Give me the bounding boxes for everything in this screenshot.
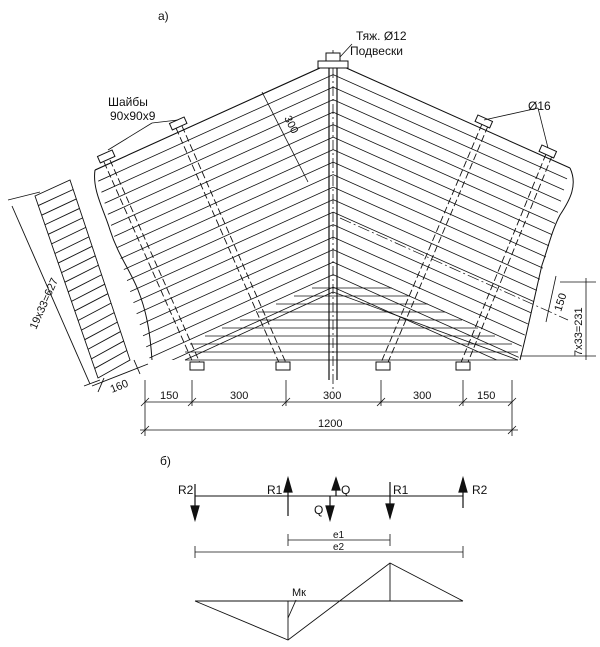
board-line [95, 196, 333, 324]
r1-left-label: R1 [267, 483, 283, 497]
board-line [333, 271, 570, 360]
moment-diagram [194, 562, 464, 641]
span-2-label: 300 [230, 390, 248, 402]
section-board-line [61, 255, 96, 274]
board-line [95, 158, 333, 287]
span-4-label: 300 [413, 390, 431, 402]
left-wing-outline [94, 61, 334, 171]
right-dims [520, 275, 596, 360]
left-wing-wavy-edge [94, 169, 153, 361]
board-line [333, 108, 570, 232]
top-bolt-washers [96, 114, 558, 164]
board-line [95, 221, 333, 349]
board-line [95, 183, 333, 312]
washers-callout: Шайбы [108, 95, 148, 109]
board-line [95, 83, 333, 212]
board-line [95, 271, 333, 360]
right-wing-wavy-edge [519, 167, 574, 361]
section-board-line [54, 236, 90, 254]
board-line [95, 71, 333, 199]
board-line [95, 171, 333, 299]
bottom-bolt-nuts [189, 361, 471, 371]
right-stack-label: 7х33=231 [573, 307, 585, 356]
span-1-label: 150 [160, 390, 178, 402]
central-post [328, 50, 338, 392]
board-line [95, 246, 333, 360]
board-line [333, 208, 570, 332]
section-board-line [41, 198, 77, 216]
section-board-line [84, 321, 118, 341]
span-5-label: 150 [477, 390, 495, 402]
board-line [95, 96, 333, 224]
section-board-line [94, 350, 128, 369]
board-line [333, 83, 570, 207]
board-line [95, 283, 333, 360]
r1-right-label: R1 [393, 483, 409, 497]
board-line [95, 208, 333, 337]
lower-chord-boards [184, 287, 519, 361]
total-label: 1200 [318, 418, 342, 430]
board-line [333, 146, 570, 269]
board-line [333, 96, 570, 219]
board-line [333, 121, 570, 244]
span-3-label: 300 [323, 390, 341, 402]
board-line [95, 121, 333, 249]
board-line [60, 372, 340, 499]
bolt-dia-callout: Ø16 [528, 99, 551, 113]
section-width-label: 160 [109, 378, 131, 396]
q-down-label: Q [314, 503, 323, 517]
q-up-label: Q [341, 483, 350, 497]
section-board-line [64, 264, 99, 283]
board-line [95, 146, 333, 274]
section-board-line [38, 189, 74, 206]
washer-size-callout: 90х90х9 [110, 109, 156, 123]
section-board-line [91, 340, 124, 360]
right-wing-boards [333, 62, 570, 360]
right-offset-label: 150 [552, 292, 569, 313]
part-b-label: б) [160, 454, 171, 468]
e1-label: e1 [333, 530, 345, 541]
section-board-line [48, 217, 83, 235]
board-line [333, 258, 570, 360]
force-arrows [190, 475, 468, 523]
board-line [333, 158, 570, 282]
section-board-line [74, 293, 109, 312]
board-line [95, 321, 333, 360]
left-section [7, 179, 149, 393]
board-width-label: 300 [281, 114, 300, 136]
top-washer [317, 52, 349, 69]
board-width-dim [261, 91, 309, 183]
moment-label: Mк [292, 587, 306, 599]
board-line [333, 358, 570, 360]
section-board-line [81, 312, 115, 331]
right-wing-outline [332, 61, 571, 169]
callout-leaders [107, 43, 549, 151]
hanger-bolts [103, 123, 553, 368]
hangers-callout: Подвески [350, 44, 403, 58]
lever-dims [194, 534, 464, 558]
section-board-line [77, 302, 112, 321]
board-line [333, 221, 570, 344]
section-board-line [71, 283, 105, 302]
board-line [333, 171, 570, 294]
stack-height-label: 19х33=627 [28, 276, 61, 331]
rod-callout: Тяж. Ø12 [356, 29, 407, 43]
section-board-line [44, 208, 80, 226]
section-board-line [87, 331, 121, 350]
section-board-line [58, 245, 93, 264]
part-a-label: а) [158, 9, 169, 23]
board-line [95, 358, 333, 360]
r2-left-label: R2 [178, 483, 194, 497]
section-board-line [67, 274, 102, 293]
board-line [333, 133, 570, 257]
board-line [333, 71, 570, 194]
board-line [95, 133, 333, 262]
e2-label: e2 [333, 542, 345, 553]
section-board-line [51, 226, 86, 245]
r2-right-label: R2 [472, 483, 488, 497]
section-centerline [339, 217, 569, 321]
board-line [95, 258, 333, 360]
span-dims [140, 380, 518, 436]
